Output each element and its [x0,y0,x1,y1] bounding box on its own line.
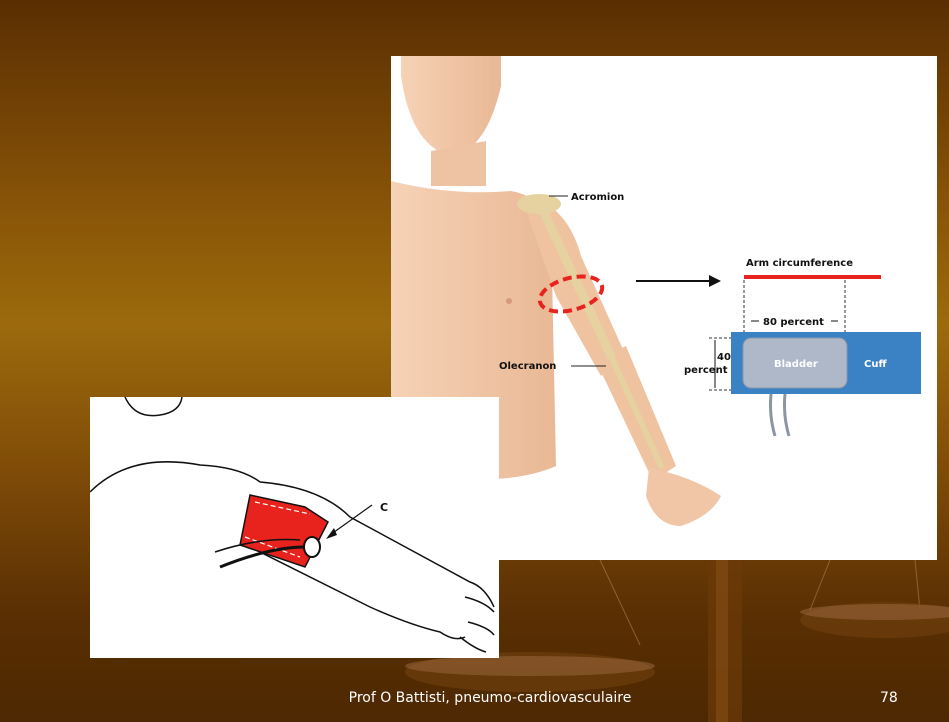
cuff-tubes [771,394,790,436]
arm-outline-bottom [250,547,465,639]
label-acromion: Acromion [571,192,624,203]
cuff-sketch-svg: C [90,397,499,658]
label-cuff: Cuff [864,359,887,370]
label-bladder: Bladder [774,359,818,370]
hand [646,468,721,526]
acromion-bone [517,194,561,214]
label-cuff-partial: C [380,501,388,514]
shoulder-outline [90,462,260,492]
label-percent: percent [684,365,728,376]
slide-footer: Prof O Battisti, pneumo-cardiovasculaire [300,690,680,706]
label-eighty-percent: 80 percent [763,317,824,328]
connector-icon [304,537,320,557]
arrowhead-icon [709,275,721,287]
page-number: 78 [880,690,898,706]
hand-outline [460,597,494,652]
label-pointer [330,505,372,535]
chin-outline [125,397,182,416]
label-forty: 40 [717,352,731,363]
cuff-sketch-illustration: C [90,397,499,658]
label-olecranon: Olecranon [499,361,556,372]
label-arm-circumference: Arm circumference [746,258,853,269]
